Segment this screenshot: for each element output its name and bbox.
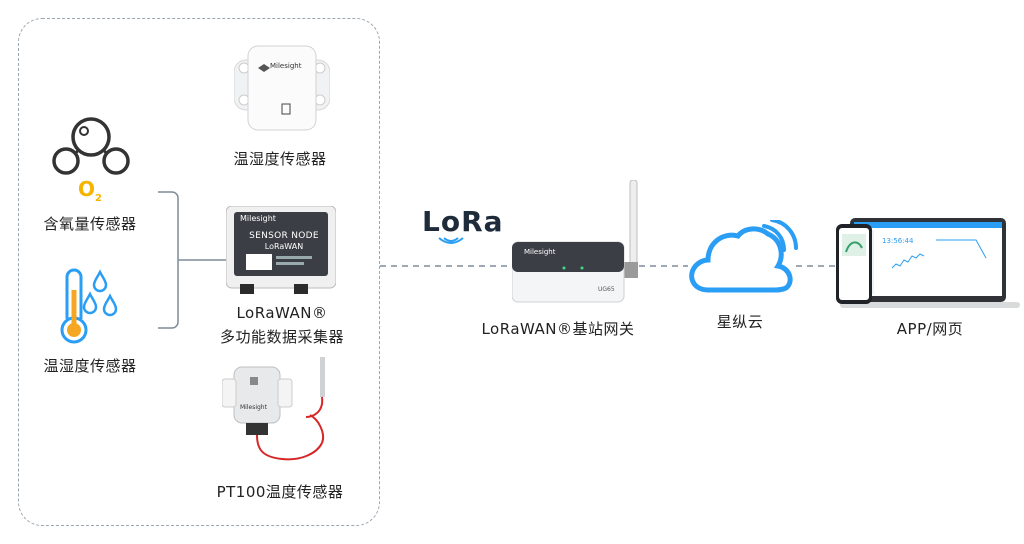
sensor-node-brand: Milesight xyxy=(240,214,276,223)
collector-label-line1: LoRaWAN® xyxy=(236,304,328,322)
oxygen-molecule-icon xyxy=(48,115,134,187)
gateway-model: UG65 xyxy=(598,286,615,293)
sensor-node-panel-title: SENSOR NODE xyxy=(249,231,319,241)
cloud-icon xyxy=(686,220,798,294)
dashed-link-app xyxy=(796,264,840,268)
app-label: APP/网页 xyxy=(896,320,964,338)
lora-logo: LoRa xyxy=(422,205,504,238)
pt100-device-image xyxy=(222,357,342,465)
oxygen-sensor-label: 含氧量传感器 xyxy=(43,215,137,233)
sensor-group-container xyxy=(18,18,380,526)
app-stat-value: 13:56:44 xyxy=(882,237,914,245)
sensor-node-panel-sub: LoRaWAN xyxy=(264,242,304,251)
temp-humidity-device-brand: Milesight xyxy=(270,62,302,70)
o2-symbol: O2 xyxy=(78,178,102,210)
pt100-sensor-label: PT100温度传感器 xyxy=(216,483,344,501)
gateway-label: LoRaWAN®基站网关 xyxy=(481,320,635,338)
temp-humidity-sensor-label-left: 温湿度传感器 xyxy=(43,357,137,375)
o2-symbol-subscript: 2 xyxy=(95,193,102,204)
app-devices-image xyxy=(836,218,1020,310)
collector-label-line2: 多功能数据采集器 xyxy=(219,328,344,346)
sensor-node-device-image xyxy=(226,206,336,294)
gateway-brand: Milesight xyxy=(524,248,556,256)
dashed-link-cloud xyxy=(628,264,688,268)
temp-humidity-device-label: 温湿度传感器 xyxy=(233,150,327,168)
thermometer-droplets-icon xyxy=(54,268,120,346)
cloud-label: 星纵云 xyxy=(716,313,764,331)
lora-signal-icon xyxy=(436,236,466,250)
pt100-device-brand: Milesight xyxy=(240,404,267,411)
gateway-device-image xyxy=(512,180,648,310)
o2-symbol-letter: O xyxy=(78,177,96,201)
temp-humidity-device-image xyxy=(234,42,330,134)
dashed-link-gateway xyxy=(380,264,520,268)
